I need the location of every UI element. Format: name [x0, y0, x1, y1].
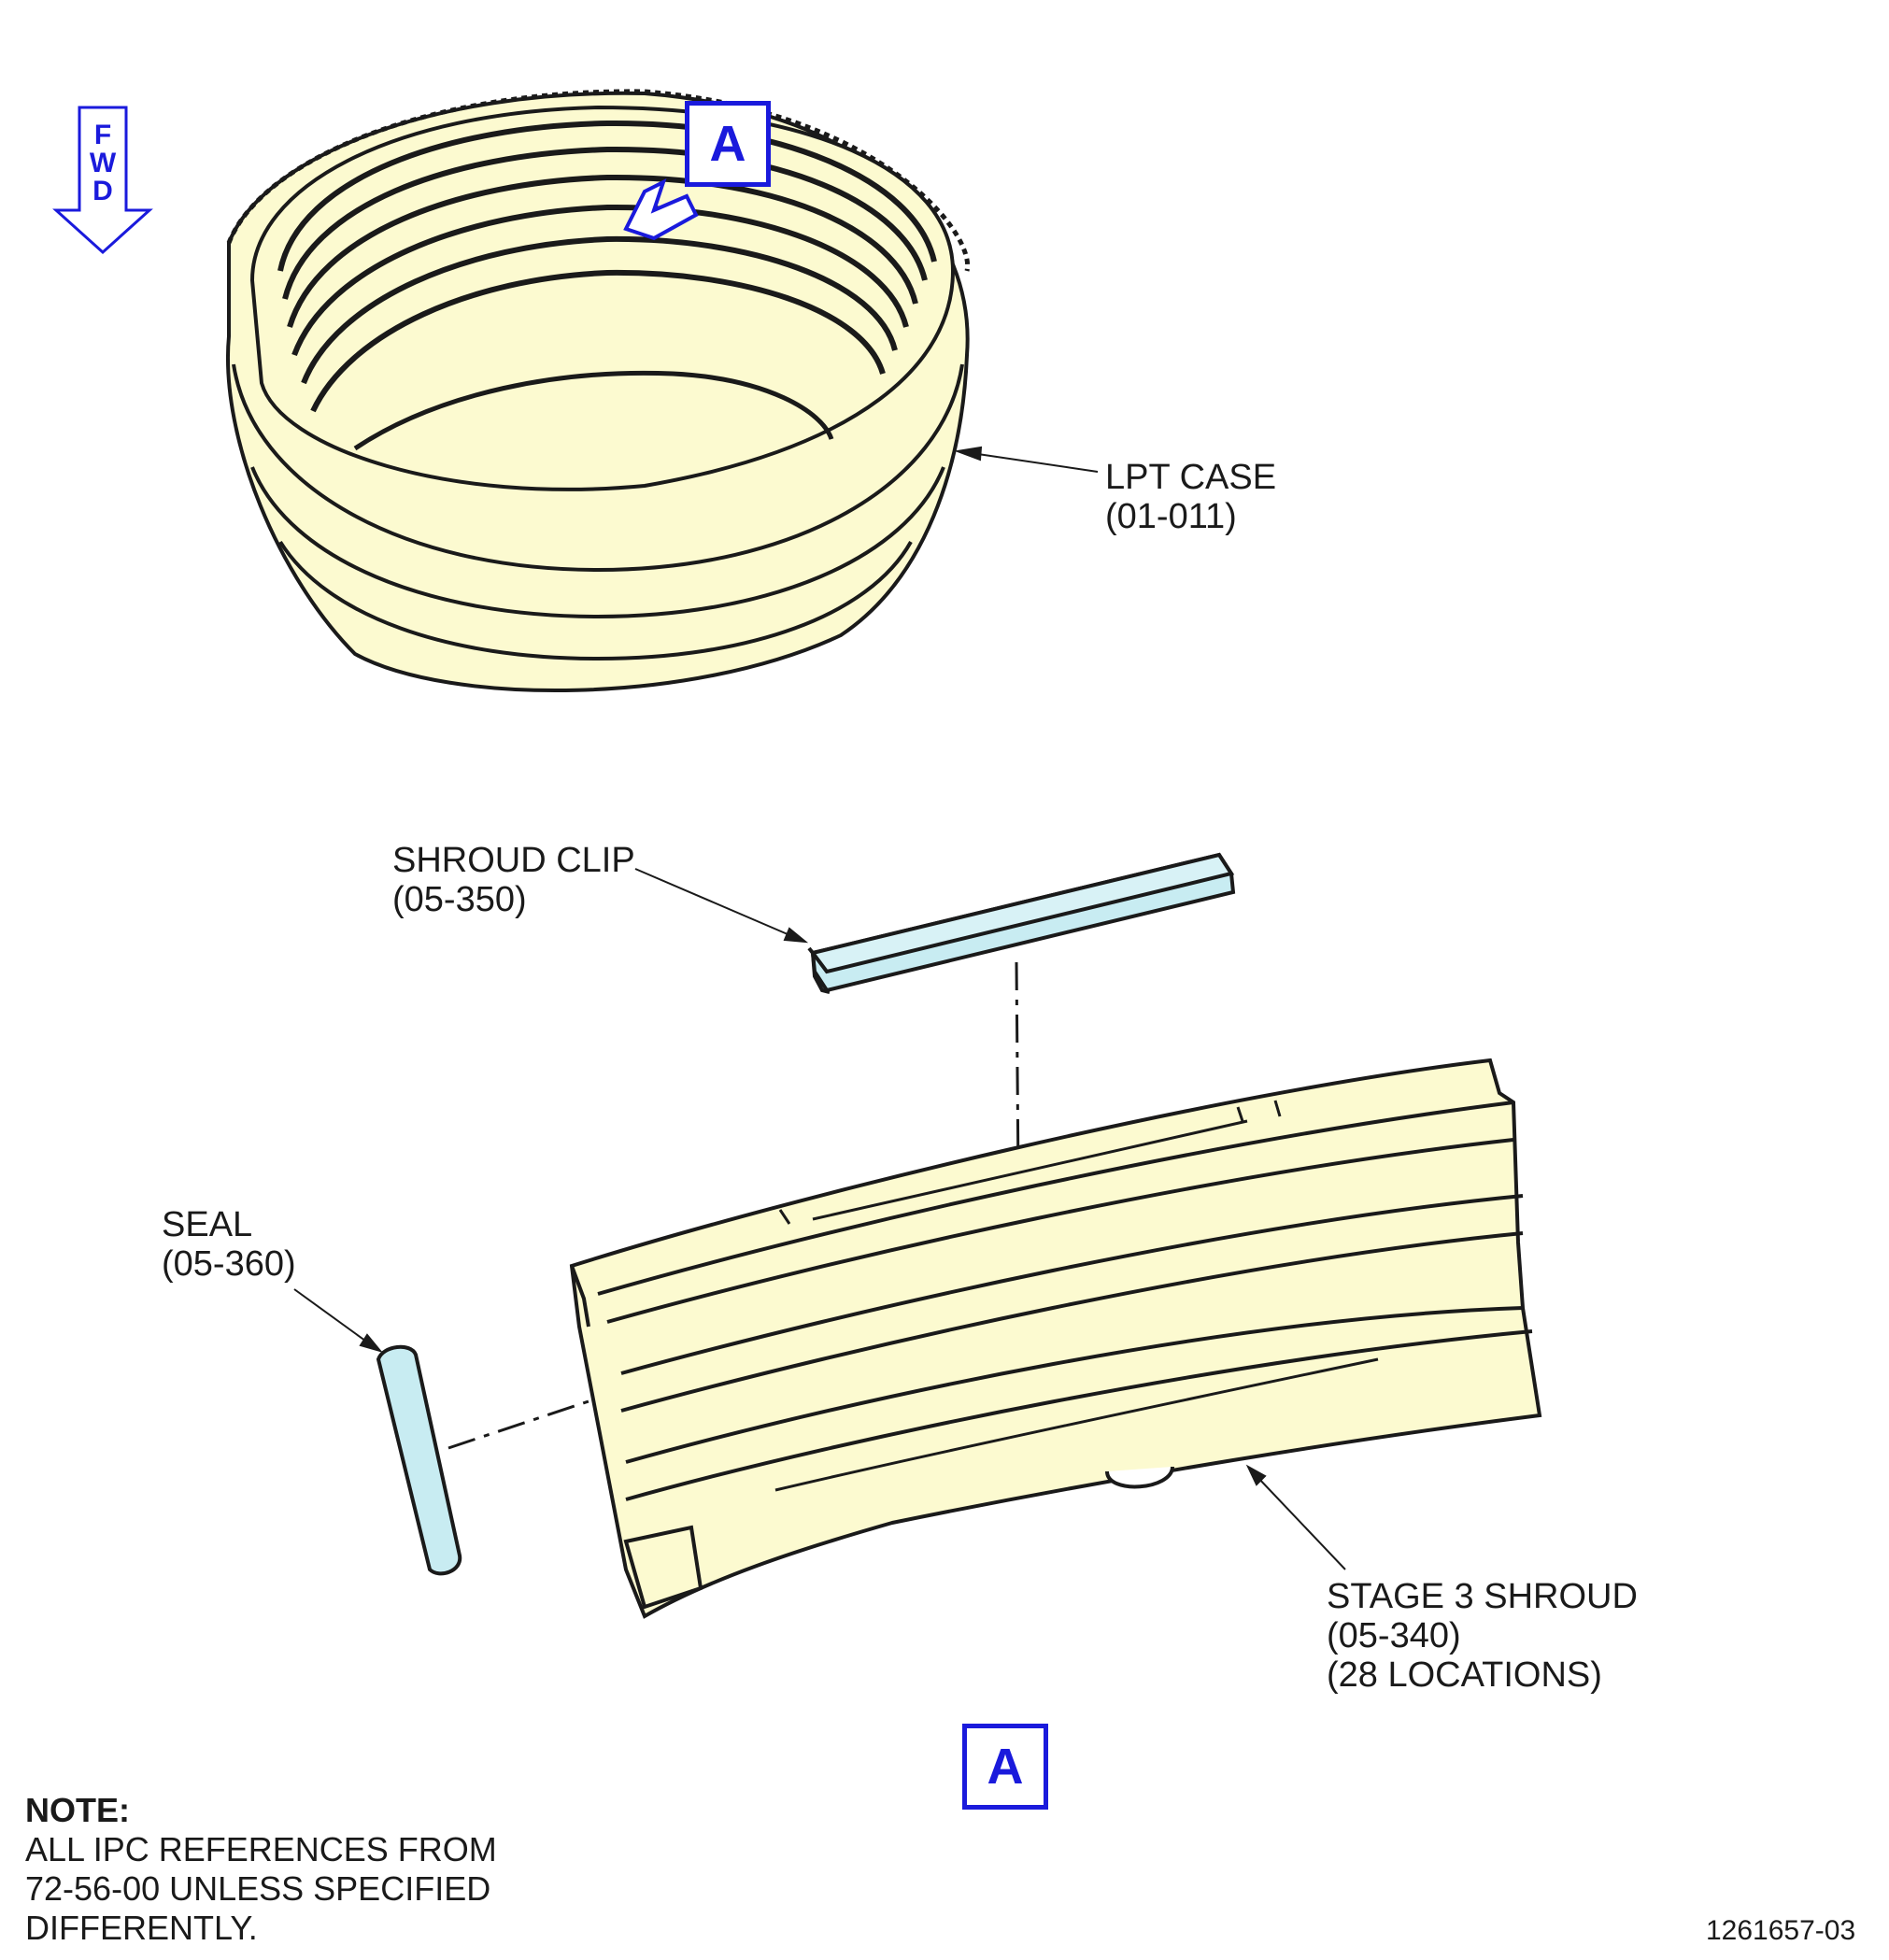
stage3-shroud: [569, 1058, 1542, 1619]
detail-a-arrow: [623, 178, 699, 241]
note-line-1: ALL IPC REFERENCES FROM: [25, 1830, 497, 1868]
lpt-case-label: LPT CASE (01-011): [1105, 458, 1276, 536]
seal-name: SEAL: [162, 1205, 253, 1244]
seal: [376, 1344, 462, 1576]
shroud-clip-ref: (05-350): [392, 880, 527, 919]
shroud-clip: [807, 852, 1236, 994]
stage3-shroud-leader: [1245, 1464, 1346, 1570]
clip-assembly-line: [1015, 961, 1020, 1180]
note-line-2: 72-56-00 UNLESS SPECIFIED: [25, 1869, 491, 1908]
shroud-clip-label: SHROUD CLIP (05-350): [392, 841, 635, 919]
seal-assembly-line: [447, 1399, 589, 1450]
seal-ref: (05-360): [162, 1244, 296, 1284]
fwd-arrow-icon: [52, 106, 153, 255]
lpt-case: [226, 89, 971, 693]
note-line-3: DIFFERENTLY.: [25, 1909, 258, 1947]
stage3-shroud-name: STAGE 3 SHROUD: [1327, 1577, 1638, 1616]
shroud-clip-name: SHROUD CLIP: [392, 841, 635, 880]
fwd-letter-d: D: [92, 176, 113, 206]
stage3-shroud-ref: (05-340): [1327, 1616, 1461, 1655]
shroud-clip-leader: [634, 868, 809, 944]
lpt-case-name: LPT CASE: [1105, 458, 1277, 497]
figure-number: 1261657-03: [1706, 1915, 1856, 1946]
fwd-letter-w: W: [89, 148, 117, 178]
detail-a-view-label: A: [962, 1724, 1048, 1810]
note-block: NOTE: ALL IPC REFERENCES FROM 72-56-00 U…: [25, 1791, 497, 1948]
note-title: NOTE:: [25, 1791, 130, 1829]
stage3-shroud-qty: (28 LOCATIONS): [1327, 1655, 1602, 1695]
fwd-letter-f: F: [93, 120, 112, 150]
seal-leader: [293, 1288, 383, 1353]
detail-a-callout: A: [685, 101, 771, 187]
lpt-case-leader: [954, 446, 1099, 473]
stage3-shroud-label: STAGE 3 SHROUD (05-340) (28 LOCATIONS): [1327, 1577, 1638, 1695]
fwd-indicator: F W D: [51, 105, 154, 254]
lpt-case-ref: (01-011): [1105, 497, 1237, 536]
seal-label: SEAL (05-360): [162, 1205, 296, 1284]
